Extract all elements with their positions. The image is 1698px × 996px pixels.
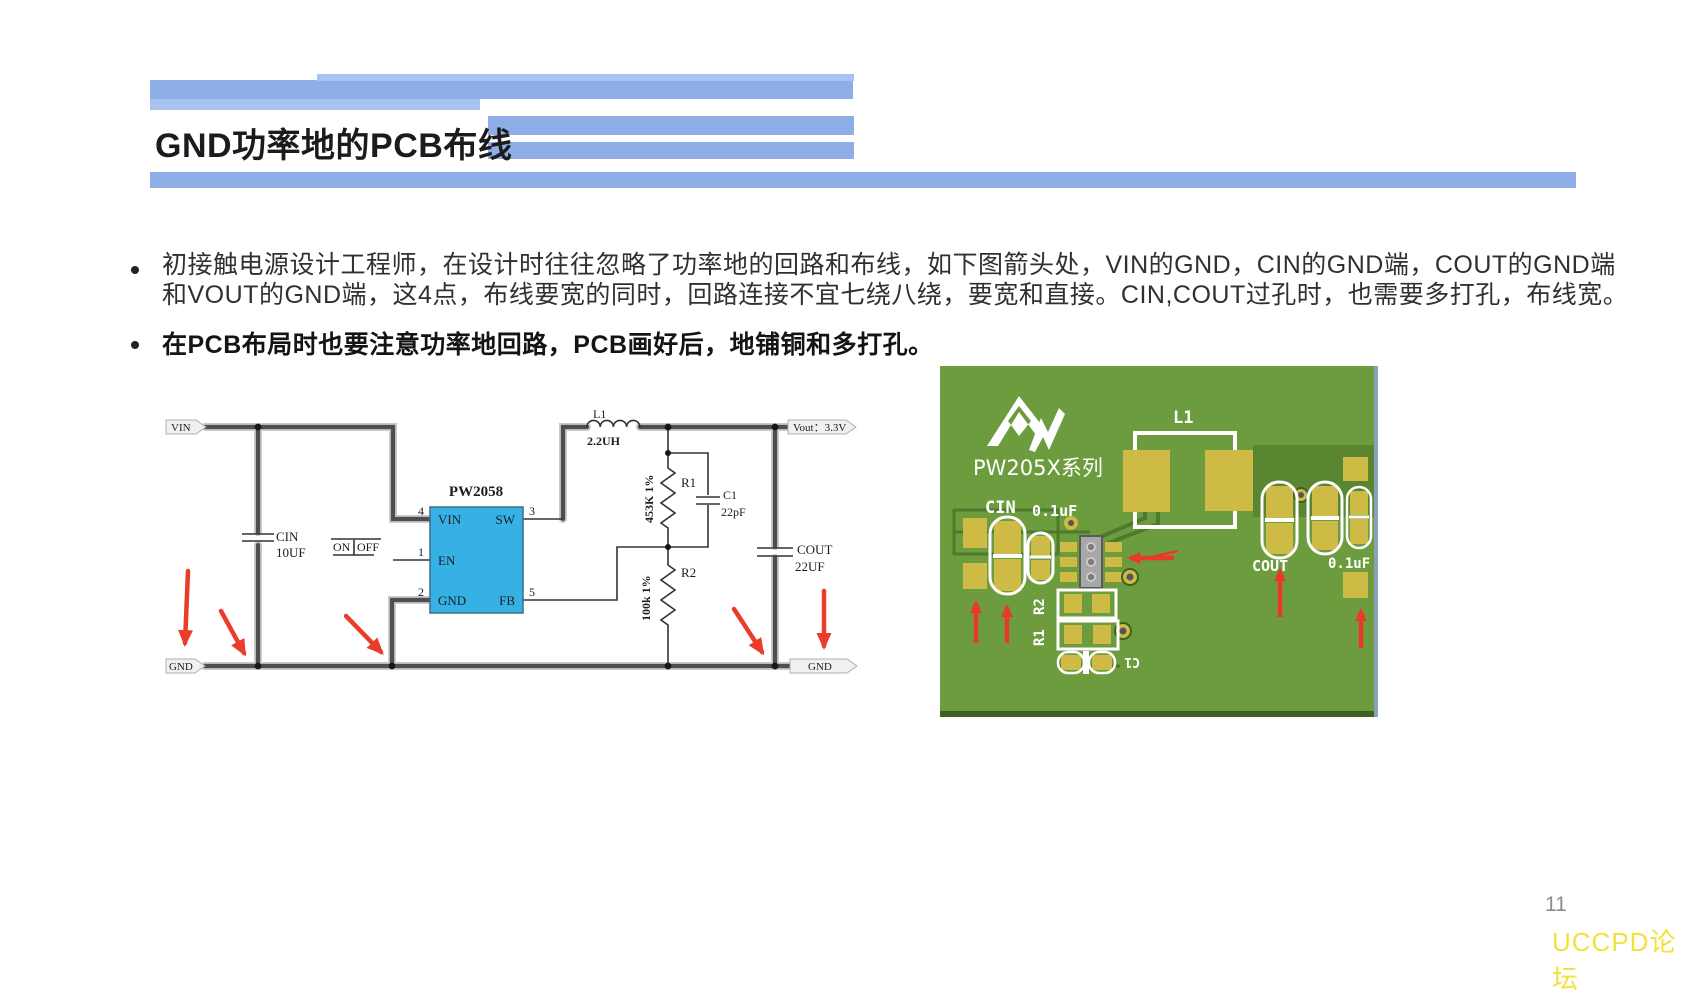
cout-value-label: 22UF	[795, 559, 825, 574]
chip-pin-gnd-label: GND	[438, 593, 466, 608]
junction-dots	[254, 423, 779, 670]
gnd-arrow-1	[178, 568, 194, 647]
header-decor-bar-top-underlay	[150, 99, 480, 110]
vias	[1064, 487, 1309, 640]
l1-footprint	[1123, 431, 1253, 529]
l1-ref-label: L1	[593, 407, 606, 421]
pcb-right-edge	[1374, 366, 1378, 717]
r2-value-label: 100k 1%	[639, 575, 653, 621]
onoff-off-label: OFF	[357, 540, 379, 554]
chip-pin-fb-label: FB	[499, 593, 515, 608]
power-wires	[202, 424, 856, 669]
header-decor-bar-mid-1	[488, 116, 854, 135]
r1-ref-label: R1	[681, 475, 696, 490]
r2-ref-label: R2	[681, 565, 696, 580]
pin-number-3: 3	[529, 504, 535, 518]
page-title: GND功率地的PCB布线	[155, 127, 513, 165]
pcb-cout-label: COUT	[1252, 557, 1288, 575]
bullet-marker-2	[131, 341, 139, 349]
component-labels: CIN 10UF ON OFF L1 2.2UH R1 453K 1% R2 1…	[276, 407, 832, 621]
cin-value-label: 10UF	[276, 545, 306, 560]
cin-capacitor	[242, 533, 274, 542]
pin-number-4: 4	[418, 504, 424, 518]
pin-number-1: 1	[418, 545, 424, 559]
net-tags: VIN GND Vout：3.3V GND	[165, 419, 858, 674]
gnd-pin-wire	[389, 597, 433, 669]
pcb-cin-value-label: 0.1uF	[1032, 502, 1077, 520]
r2-resistor	[659, 547, 677, 666]
ic-footprint	[1060, 535, 1122, 589]
pcb-bottom-edge	[940, 711, 1378, 717]
fb-wire	[523, 546, 668, 601]
header-decor-bar-mid-2	[488, 142, 854, 159]
onoff-switch-symbol	[331, 538, 381, 556]
vin-tag-shape	[165, 419, 207, 435]
pcb-l1-label: L1	[1173, 408, 1193, 428]
page-number: 11	[1545, 893, 1567, 916]
cout-ref-label: COUT	[797, 542, 832, 557]
resistor-footprints	[1056, 588, 1120, 651]
gnd-annotation-arrows	[178, 568, 832, 657]
c1-capacitor	[696, 496, 720, 505]
c1-ref-label: C1	[723, 488, 737, 502]
bullet-2-text: 在PCB布局时也要注意功率地回路，PCB画好后，地铺铜和多打孔。	[162, 330, 1572, 360]
gnd-right-tag-shape	[789, 658, 858, 674]
vout-tag-shape	[787, 419, 857, 435]
pin-number-5: 5	[529, 585, 535, 599]
pcb-annotation-arrows	[970, 549, 1367, 648]
gnd-arrow-2	[218, 608, 247, 657]
r1-value-label: 453K 1%	[642, 475, 656, 523]
cout-capacitor	[757, 547, 793, 557]
pcb-cin-label: CIN	[985, 498, 1016, 518]
cout-footprint	[1260, 457, 1373, 598]
cin-ref-label: CIN	[276, 529, 299, 544]
pcb-r1-label: R1	[1032, 629, 1048, 646]
gnd-left-tag-shape	[165, 658, 206, 674]
pcb-r2-label: R2	[1032, 598, 1048, 615]
chip-pin-sw-label: SW	[496, 512, 516, 527]
cin-footprint	[963, 515, 1055, 596]
bullet-marker-1	[131, 266, 139, 274]
gnd-arrow-4	[731, 606, 765, 656]
pcb-layout-image: PW205X系列 CIN 0.1uF	[940, 366, 1378, 717]
header-decor-bar-top-overlay	[317, 74, 854, 81]
signal-wires	[242, 419, 793, 666]
forum-watermark: UCCPD论坛	[1552, 927, 1677, 994]
chip-name-label: PW2058	[449, 484, 503, 500]
pin-number-2: 2	[418, 585, 424, 599]
c1-branch-wire	[668, 452, 709, 548]
vin-tag-label: VIN	[171, 422, 191, 434]
bullet-1-line-2: 和VOUT的GND端，这4点，布线要宽的同时，回路连接不宜七绕八绕，要宽和直接。…	[162, 281, 1629, 309]
gnd-arrow-3	[343, 613, 384, 655]
gnd-left-tag-label: GND	[169, 661, 193, 673]
onoff-on-label: ON	[333, 540, 351, 554]
pcb-arrow-ic-left-2	[1137, 549, 1179, 562]
c1-footprint	[1056, 650, 1117, 675]
pcb-cout-value-label: 0.1uF	[1328, 556, 1370, 572]
chip-pin-vin-label: VIN	[438, 512, 462, 527]
bullet-1-text: 初接触电源设计工程师，在设计时往往忽略了功率地的回路和布线，如下图箭头处，VIN…	[162, 250, 1629, 310]
vin-feed-wire	[202, 424, 433, 522]
gnd-right-tag-label: GND	[808, 661, 832, 673]
r1-resistor	[659, 453, 677, 547]
header-decor-bar-full	[150, 172, 1576, 188]
l1-inductor-coil	[586, 419, 641, 428]
pcb-c1-label: C1	[1124, 654, 1140, 669]
bullet-1-line-1: 初接触电源设计工程师，在设计时往往忽略了功率地的回路和布线，如下图箭头处，VIN…	[162, 251, 1616, 279]
c1-value-label: 22pF	[721, 505, 746, 519]
pw2058-chip: PW2058 VIN EN GND SW FB 4 1 2 3 5	[418, 484, 535, 614]
vout-tag-label: Vout：3.3V	[793, 422, 846, 434]
pcb-brand-label: PW205X系列	[973, 456, 1103, 480]
chip-pin-en-label: EN	[438, 553, 456, 568]
schematic-diagram: VIN GND Vout：3.3V GND PW2058 VIN EN GND …	[165, 407, 858, 674]
bullet-2-line: 在PCB布局时也要注意功率地回路，PCB画好后，地铺铜和多打孔。	[162, 331, 934, 359]
l1-value-label: 2.2UH	[587, 434, 621, 448]
sw-riser-wire	[560, 424, 590, 522]
pw-logo	[987, 396, 1065, 452]
header-decor-bar-top	[150, 80, 853, 99]
